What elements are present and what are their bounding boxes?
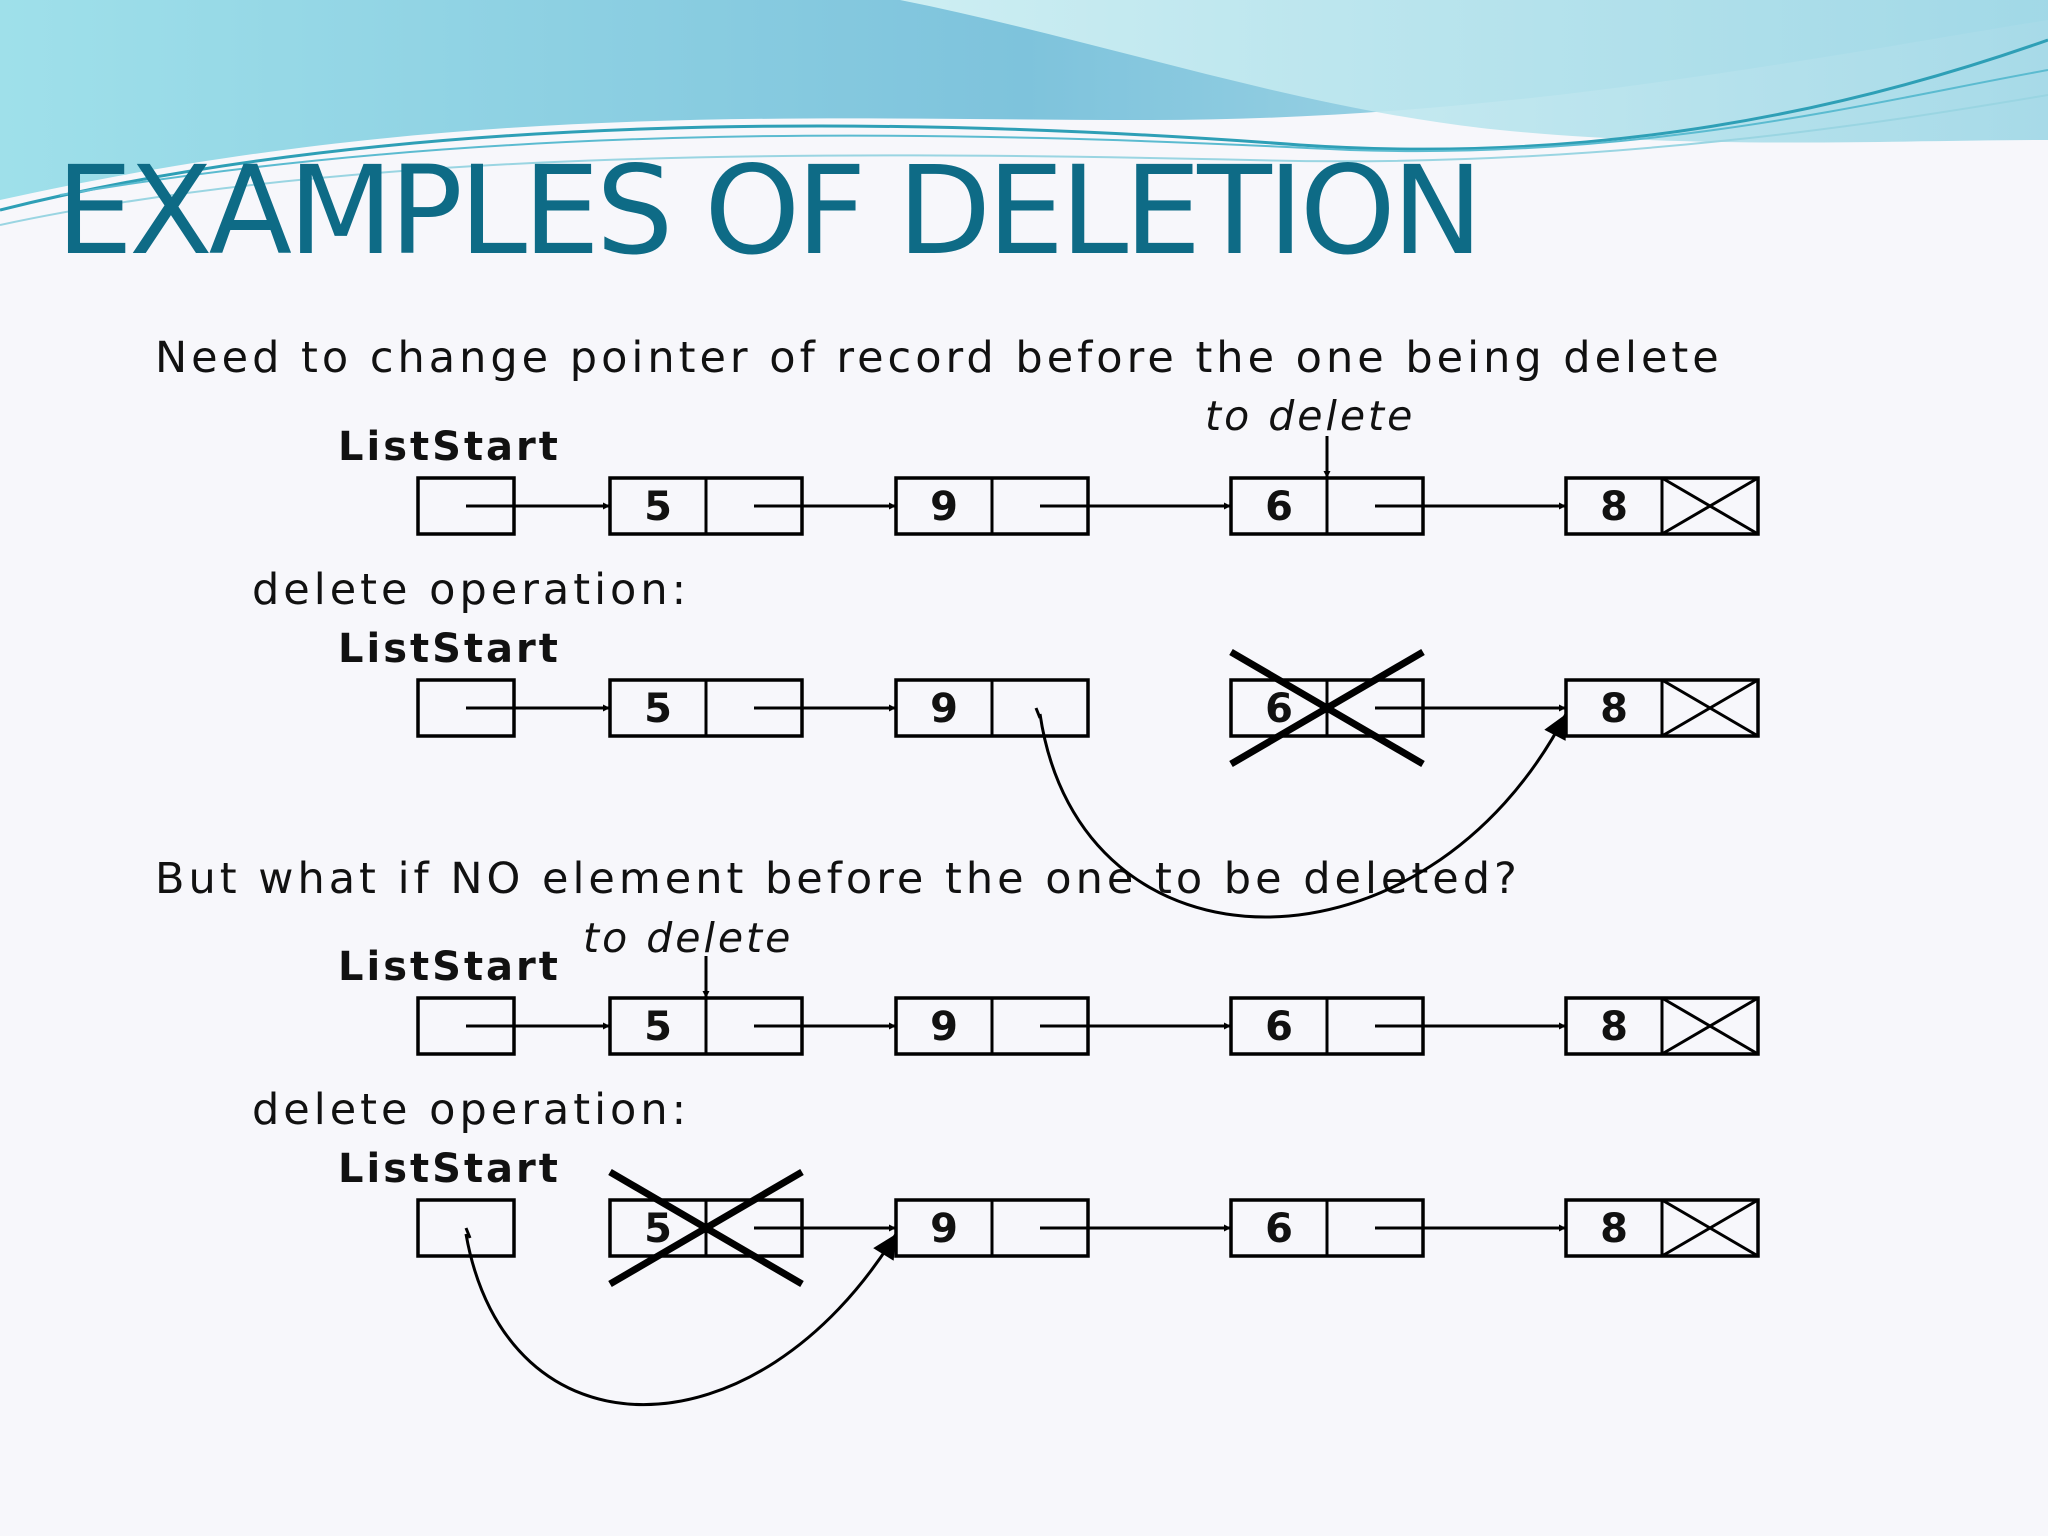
liststart-label-2: ListStart [338,626,561,672]
wave-line-1 [0,38,2048,212]
delete-operation-label-2: delete operation: [252,1085,690,1135]
header-wave-decoration [0,0,2048,226]
node-value-8: 8 [1600,1206,1628,1252]
liststart-label-4: ListStart [338,1146,561,1192]
node-value-6: 6 [1265,1206,1293,1252]
bypass-pointer-arrow [1038,713,1568,919]
statement-need-to-change-pointer: Need to change pointer of record before … [155,333,1723,383]
delete-operation-label-1: delete operation: [252,565,690,615]
null-pointer-cross [1661,476,1759,536]
node-value-9: 9 [930,484,958,530]
null-pointer-cross [1661,678,1759,738]
liststart-label-1: ListStart [338,424,561,470]
pointer-stub [464,1227,472,1239]
node-value-9: 9 [930,1206,958,1252]
node-value-9: 9 [930,686,958,732]
node-value-8: 8 [1600,484,1628,530]
node-value-6: 6 [1265,1004,1293,1050]
list-row-3: 5 9 6 8 [416,956,1760,1056]
null-pointer-cross [1661,996,1759,1056]
list-row-1: 5 9 6 8 [416,436,1760,536]
slide-title: EXAMPLES OF DELETION [56,140,1483,282]
to-delete-label-1: to delete [1205,392,1415,440]
head-pointer-box [416,1198,516,1258]
list-row-2: 5 9 6 8 [416,648,1760,919]
statement-no-element-before: But what if NO element before the one to… [155,854,1521,904]
wave-line-3 [0,94,2048,226]
node-value-8: 8 [1600,1004,1628,1050]
node-value-5: 5 [644,686,672,732]
wave-band-front [900,0,2048,143]
node-value-9: 9 [930,1004,958,1050]
to-delete-label-2: to delete [583,914,793,962]
node-value-5: 5 [644,484,672,530]
bypass-pointer-arrow [464,1233,898,1407]
node-value-6: 6 [1265,484,1293,530]
linked-list-rows: 5 9 6 8 5 9 6 8 5 9 6 8 5 9 6 8 [416,436,1760,1407]
liststart-label-3: ListStart [338,944,561,990]
wave-line-2 [59,69,2048,196]
list-row-4: 5 9 6 8 [416,1168,1760,1407]
null-pointer-cross [1661,1198,1759,1258]
node-value-5: 5 [644,1004,672,1050]
deleted-node-cross [608,1168,804,1288]
node-value-8: 8 [1600,686,1628,732]
deleted-node-cross [1229,648,1425,768]
node-value-5: 5 [644,1206,672,1252]
node-value-6: 6 [1265,686,1293,732]
